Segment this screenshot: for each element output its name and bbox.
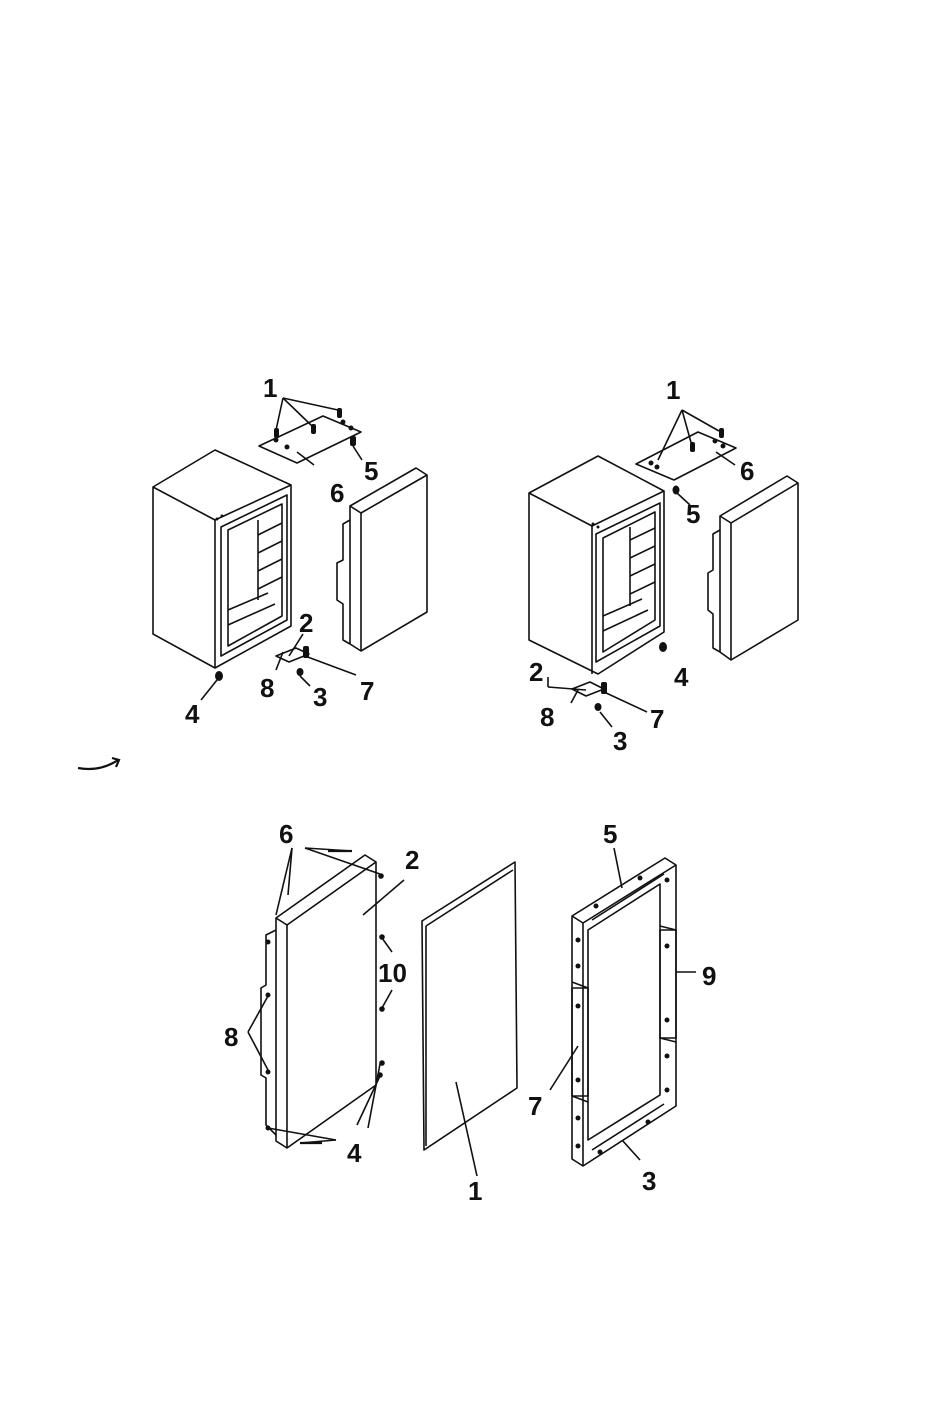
callout-1: 1 [263,373,277,403]
callout-6: 6 [740,456,754,486]
callout-8: 8 [224,1022,238,1052]
callout-10: 10 [378,958,407,988]
callout-5: 5 [603,819,617,849]
inner-panel [422,862,517,1150]
callout-4: 4 [185,699,200,729]
callout-2: 2 [529,657,543,687]
arrow-mark [78,758,119,769]
callout-5: 5 [686,499,700,529]
callout-8: 8 [260,673,274,703]
door-exploded-view: 6 2 10 8 4 1 5 9 7 3 [224,819,716,1206]
cabinet-assembly-right: 1 6 5 4 2 8 7 3 [529,375,798,756]
callout-7: 7 [360,676,374,706]
callout-7: 7 [650,704,664,734]
callout-3: 3 [313,682,327,712]
cabinet-body-left [153,450,291,668]
callout-8: 8 [540,702,554,732]
callout-1: 1 [666,375,680,405]
top-hinge-plate-left [259,408,361,463]
gasket-frame [572,858,676,1166]
callout-5: 5 [364,456,378,486]
callout-6: 6 [279,819,293,849]
door-right [708,476,798,660]
callout-1: 1 [468,1176,482,1206]
door-shell [261,851,385,1148]
callout-3: 3 [642,1166,656,1196]
callout-9: 9 [702,961,716,991]
cabinet-assembly-left: 1 6 5 2 4 8 3 7 [153,373,427,729]
callout-7: 7 [528,1091,542,1121]
callout-2: 2 [299,608,313,638]
callout-3: 3 [613,726,627,756]
callout-4: 4 [347,1138,362,1168]
cabinet-body-right [529,456,664,674]
callout-4: 4 [674,662,689,692]
callout-2: 2 [405,845,419,875]
callout-6: 6 [330,478,344,508]
door-left [337,468,427,651]
